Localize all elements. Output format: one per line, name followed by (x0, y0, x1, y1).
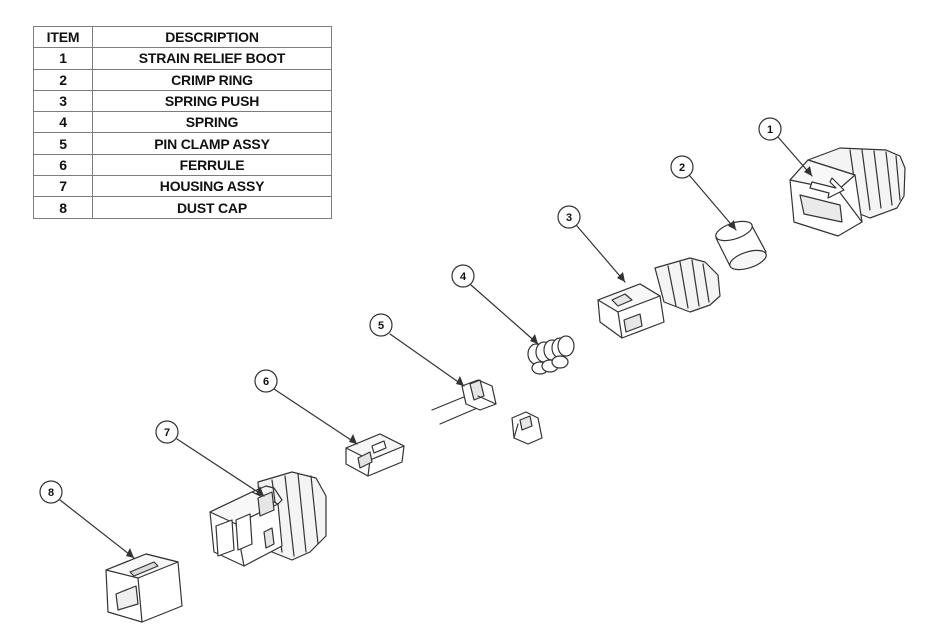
table-row: 7 HOUSING ASSY (33, 175, 332, 198)
parts-list-header-row: ITEM DESCRIPTION (33, 25, 332, 49)
table-row: 8 DUST CAP (33, 196, 332, 219)
parts-list-table: ITEM DESCRIPTION 1 STRAIN RELIEF BOOT 2 … (33, 25, 332, 219)
leader-line-6 (273, 388, 358, 445)
leader-arrow-3 (617, 272, 625, 282)
leader-arrow-4 (530, 334, 538, 344)
callout-2-label: 2 (679, 162, 685, 174)
callout-6-label: 6 (263, 376, 269, 388)
callout-5-label: 5 (378, 320, 384, 332)
table-row: 1 STRAIN RELIEF BOOT (33, 47, 332, 70)
row-description: SPRING (92, 111, 332, 134)
leader-arrow-7 (256, 486, 264, 496)
callout-8-label: 8 (48, 487, 54, 499)
leader-line-2 (689, 175, 737, 231)
part-strain-relief-boot (789, 147, 906, 237)
leader-line-5 (389, 333, 465, 387)
callout-4-label: 4 (460, 271, 467, 283)
leader-line-3 (576, 225, 626, 283)
leader-arrow-5 (456, 376, 464, 386)
callout-3: 3 (557, 205, 581, 229)
callout-7: 7 (155, 420, 179, 444)
callout-7-label: 7 (164, 427, 170, 439)
leader-arrow-8 (126, 548, 134, 558)
callout-1-label: 1 (767, 124, 773, 136)
row-description: HOUSING ASSY (92, 175, 332, 198)
row-description: CRIMP RING (92, 68, 332, 91)
part-spring-push (597, 257, 721, 339)
part-crimp-ring (715, 220, 767, 271)
table-row: 4 SPRING (33, 111, 332, 134)
part-ferrule (345, 433, 405, 477)
row-description: SPRING PUSH (92, 89, 332, 113)
row-description: PIN CLAMP ASSY (92, 132, 332, 155)
part-dust-cap (105, 553, 183, 623)
leader-line-1 (777, 136, 813, 177)
leader-arrow-6 (349, 434, 357, 444)
callout-2: 2 (670, 155, 694, 179)
leader-line-4 (470, 284, 539, 345)
row-description: DUST CAP (92, 196, 332, 219)
callout-3-label: 3 (566, 212, 572, 224)
table-row: 3 SPRING PUSH (33, 89, 332, 113)
leader-arrow-1 (804, 166, 812, 176)
callout-5: 5 (369, 313, 393, 337)
part-spring (527, 335, 575, 375)
leader-arrow-2 (728, 220, 736, 230)
part-housing-assy (209, 471, 327, 567)
table-row: 5 PIN CLAMP ASSY (33, 132, 332, 155)
row-description: STRAIN RELIEF BOOT (92, 47, 332, 70)
callout-6: 6 (254, 369, 278, 393)
callout-8: 8 (39, 480, 63, 504)
callout-4: 4 (451, 264, 475, 288)
leader-line-7 (176, 438, 265, 497)
leader-line-8 (59, 499, 135, 559)
part-pin-clamp-assy (431, 379, 543, 445)
leader-lines (59, 136, 813, 559)
header-description: DESCRIPTION (92, 25, 332, 49)
callout-1: 1 (758, 117, 782, 141)
